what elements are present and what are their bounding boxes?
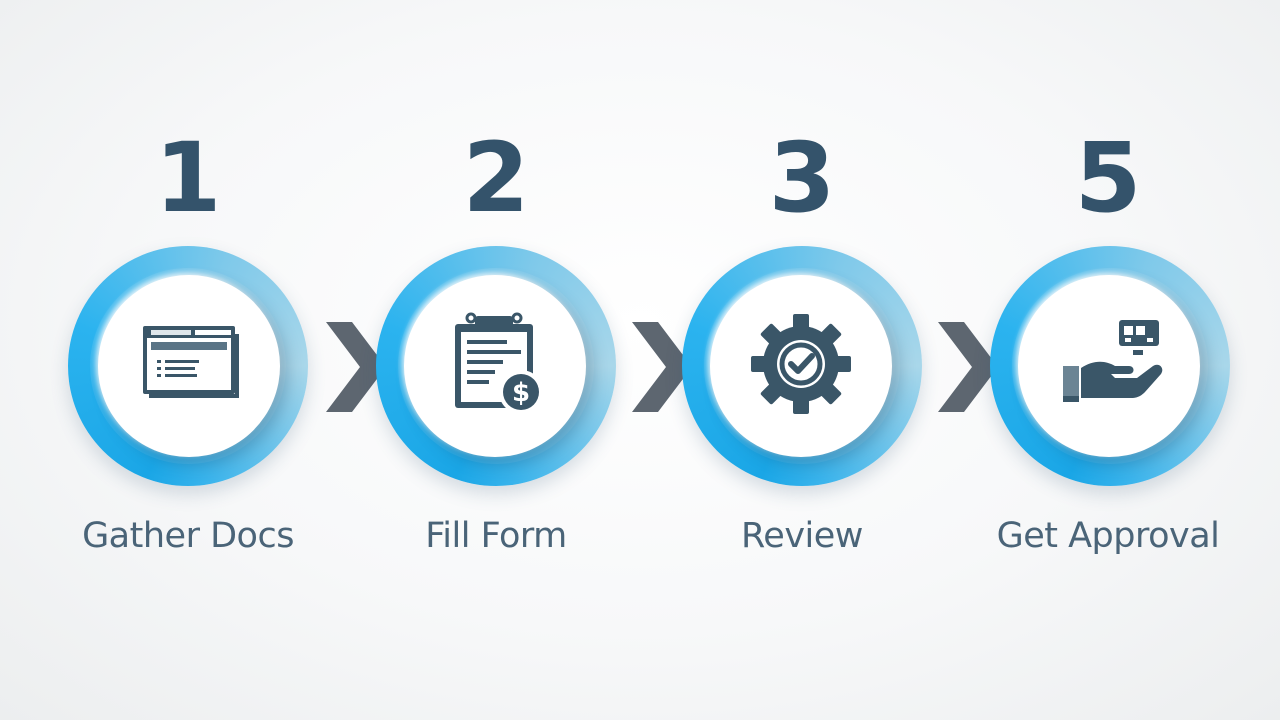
step-icon-circle: $ xyxy=(404,275,586,457)
step-number: 5 xyxy=(1074,122,1142,234)
step-number: 3 xyxy=(768,122,836,234)
step-3: 3 Review xyxy=(652,0,952,720)
step-label: Gather Docs xyxy=(82,516,294,556)
step-icon-circle xyxy=(710,275,892,457)
step-icon-circle xyxy=(1018,275,1200,457)
hand-receiving-card-icon xyxy=(1049,304,1169,429)
step-4: 5 Get Approval xyxy=(958,0,1258,720)
svg-text:$: $ xyxy=(512,378,530,408)
step-number: 1 xyxy=(154,122,222,234)
step-2: 2 $ Fill Form xyxy=(346,0,646,720)
step-icon-circle xyxy=(98,275,280,457)
document-window-icon xyxy=(129,304,249,429)
step-label: Review xyxy=(741,516,863,556)
clipboard-dollar-icon: $ xyxy=(435,304,555,429)
step-label: Fill Form xyxy=(425,516,567,556)
gear-check-icon xyxy=(741,304,861,429)
chevron-right-icon xyxy=(934,322,998,412)
step-label: Get Approval xyxy=(996,516,1220,556)
step-1: 1 Gather Docs xyxy=(38,0,338,720)
chevron-right-icon xyxy=(322,322,386,412)
step-number: 2 xyxy=(462,122,530,234)
chevron-right-icon xyxy=(628,322,692,412)
